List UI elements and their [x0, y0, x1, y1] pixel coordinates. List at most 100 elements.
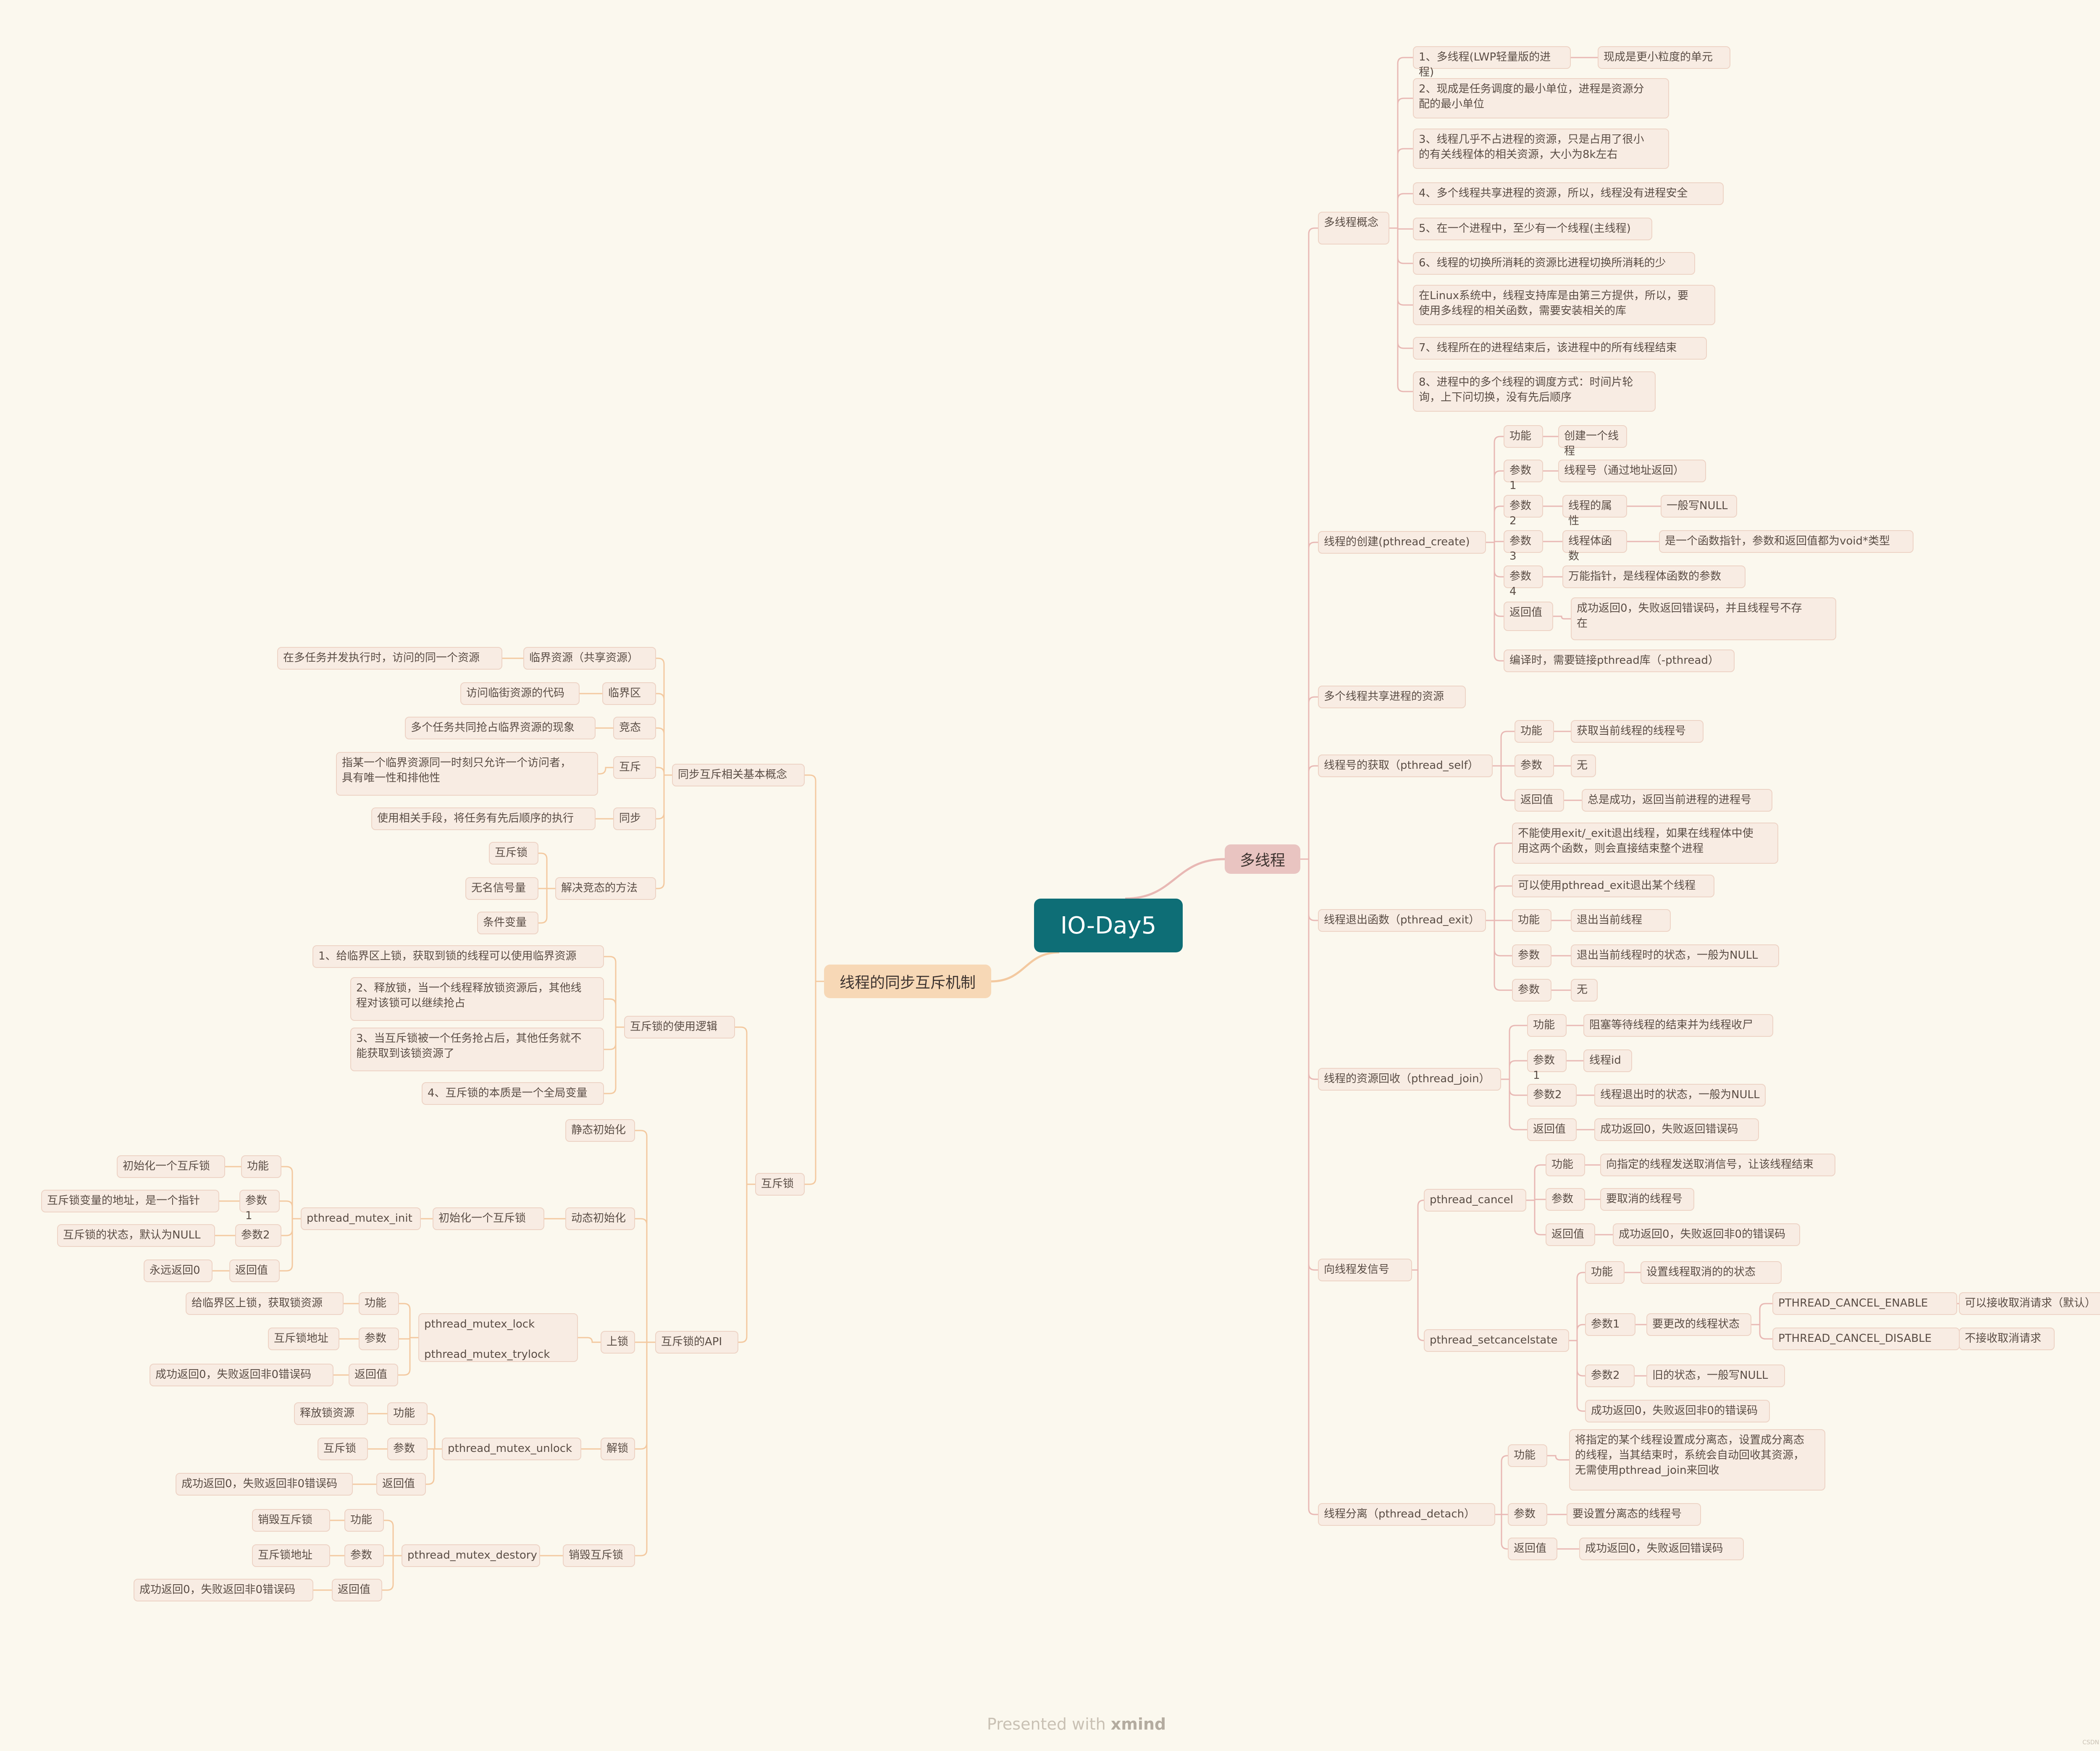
topic-node[interactable]: 线程分离（pthread_detach）: [1318, 1503, 1495, 1526]
topic-node[interactable]: 参数2: [1504, 495, 1543, 527]
topic-node[interactable]: 上锁: [601, 1331, 635, 1354]
topic-node[interactable]: 访问临街资源的代码: [460, 682, 580, 705]
topic-node[interactable]: 解决竞态的方法: [555, 877, 656, 900]
topic-node[interactable]: 返回值: [1508, 1538, 1557, 1560]
topic-node[interactable]: 成功返回0，失败返回非0错误码: [150, 1364, 333, 1386]
topic-node[interactable]: 4、多个线程共享进程的资源，所以，线程没有进程安全: [1413, 182, 1724, 205]
topic-node[interactable]: PTHREAD_CANCEL_ENABLE: [1772, 1292, 1957, 1315]
topic-node[interactable]: 总是成功，返回当前进程的进程号: [1582, 789, 1772, 812]
topic-node[interactable]: 返回值: [1546, 1223, 1595, 1246]
topic-node[interactable]: 在Linux系统中，线程支持库是由第三方提供，所以，要 使用多线程的相关函数，需…: [1413, 285, 1715, 325]
topic-node[interactable]: 返回值: [349, 1364, 398, 1386]
topic-node[interactable]: 参数2: [235, 1224, 281, 1247]
topic-node[interactable]: 线程退出时的状态，一般为NULL: [1594, 1084, 1766, 1107]
topic-node[interactable]: 参数3: [1504, 530, 1543, 563]
topic-node[interactable]: 可以使用pthread_exit退出某个线程: [1512, 875, 1714, 897]
topic-node[interactable]: 初始化一个互斥锁: [433, 1207, 544, 1230]
topic-node[interactable]: 参数: [387, 1438, 428, 1460]
topic-node[interactable]: 使用相关手段，将任务有先后顺序的执行: [371, 807, 596, 830]
topic-node[interactable]: 多个任务共同抢占临界资源的现象: [405, 717, 596, 739]
topic-node[interactable]: 竞态: [613, 717, 656, 739]
topic-node[interactable]: 功能: [344, 1509, 384, 1532]
topic-node[interactable]: 不接收取消请求: [1959, 1328, 2055, 1350]
topic-node[interactable]: 参数: [344, 1544, 384, 1567]
topic-node[interactable]: 参数1: [239, 1190, 280, 1222]
topic-node[interactable]: 返回值: [1504, 602, 1553, 631]
topic-node[interactable]: 参数: [1508, 1503, 1547, 1526]
topic-node[interactable]: PTHREAD_CANCEL_DISABLE: [1772, 1328, 1960, 1350]
topic-node[interactable]: pthread_mutex_init: [301, 1207, 421, 1230]
topic-node[interactable]: 功能: [1508, 1444, 1547, 1467]
topic-node[interactable]: 线程id: [1583, 1049, 1632, 1072]
topic-node[interactable]: 返回值: [1527, 1118, 1577, 1141]
topic-node[interactable]: 参数1: [1527, 1049, 1567, 1082]
topic-node[interactable]: 参数2: [1527, 1084, 1577, 1107]
topic-node[interactable]: 互斥锁: [755, 1173, 805, 1196]
topic-node[interactable]: 线程的创建(pthread_create): [1318, 531, 1486, 554]
topic-node[interactable]: 一般写NULL: [1661, 495, 1737, 518]
topic-node[interactable]: pthread_mutex_destory: [402, 1544, 540, 1567]
topic-node[interactable]: 成功返回0，失败返回非0错误码: [134, 1579, 313, 1601]
topic-node[interactable]: 指某一个临界资源同一时刻只允许一个访问者， 具有唯一性和排他性: [336, 752, 598, 796]
main-branch-topic[interactable]: 多线程: [1225, 844, 1300, 874]
topic-node[interactable]: 销毁互斥锁: [252, 1509, 330, 1532]
topic-node[interactable]: 永远返回0: [144, 1259, 213, 1282]
topic-node[interactable]: 多个线程共享进程的资源: [1318, 686, 1466, 708]
topic-node[interactable]: 1、多线程(LWP轻量版的进程): [1413, 46, 1571, 79]
topic-node[interactable]: 条件变量: [477, 912, 538, 934]
topic-node[interactable]: 互斥锁: [318, 1438, 368, 1460]
topic-node[interactable]: 功能: [1527, 1014, 1567, 1037]
topic-node[interactable]: pthread_cancel: [1424, 1189, 1526, 1212]
topic-node[interactable]: 无: [1571, 755, 1596, 777]
topic-node[interactable]: 参数2: [1585, 1365, 1635, 1387]
topic-node[interactable]: 多线程概念: [1318, 212, 1389, 245]
topic-node[interactable]: 成功返回0，失败返回错误码，并且线程号不存 在: [1571, 597, 1836, 640]
topic-node[interactable]: 互斥锁的API: [655, 1331, 738, 1354]
topic-node[interactable]: 4、互斥锁的本质是一个全局变量: [422, 1082, 604, 1105]
topic-node[interactable]: 临界资源（共享资源）: [523, 647, 656, 670]
topic-node[interactable]: 功能: [359, 1292, 399, 1315]
topic-node[interactable]: 互斥锁变量的地址，是一个指针: [41, 1190, 219, 1212]
topic-node[interactable]: 退出当前线程: [1571, 909, 1671, 932]
topic-node[interactable]: 2、现成是任务调度的最小单位，进程是资源分 配的最小单位: [1413, 78, 1669, 118]
topic-node[interactable]: 临界区: [602, 682, 656, 705]
topic-node[interactable]: 3、当互斥锁被一个任务抢占后，其他任务就不 能获取到该锁资源了: [350, 1028, 604, 1071]
topic-node[interactable]: 线程的资源回收（pthread_join）: [1318, 1068, 1501, 1091]
topic-node[interactable]: 8、进程中的多个线程的调度方式：时间片轮 询，上下问切换，没有先后顺序: [1413, 371, 1656, 412]
topic-node[interactable]: 功能: [1546, 1154, 1585, 1176]
topic-node[interactable]: 参数: [359, 1328, 399, 1350]
topic-node[interactable]: 功能: [1512, 909, 1551, 932]
topic-node[interactable]: 功能: [1515, 720, 1554, 743]
topic-node[interactable]: 无名信号量: [465, 877, 538, 900]
topic-node[interactable]: 获取当前线程的线程号: [1571, 720, 1704, 743]
topic-node[interactable]: 同步: [613, 807, 656, 830]
topic-node[interactable]: 功能: [1504, 425, 1543, 448]
topic-node[interactable]: 参数4: [1504, 565, 1543, 598]
topic-node[interactable]: 5、在一个进程中，至少有一个线程(主线程): [1413, 218, 1652, 240]
topic-node[interactable]: 将指定的某个线程设置成分离态，设置成分离态 的线程，当其结束时，系统会自动回收其…: [1569, 1429, 1825, 1491]
topic-node[interactable]: 现成是更小粒度的单元: [1598, 46, 1730, 69]
topic-node[interactable]: 在多任务并发执行时，访问的同一个资源: [277, 647, 502, 670]
topic-node[interactable]: 返回值: [376, 1473, 426, 1496]
topic-node[interactable]: pthread_setcancelstate: [1424, 1329, 1569, 1352]
topic-node[interactable]: 解锁: [601, 1438, 635, 1460]
topic-node[interactable]: 要更改的线程状态: [1646, 1313, 1751, 1336]
topic-node[interactable]: 初始化一个互斥锁: [117, 1155, 225, 1178]
topic-node[interactable]: 旧的状态，一般写NULL: [1646, 1365, 1785, 1387]
topic-node[interactable]: 向指定的线程发送取消信号，让该线程结束: [1600, 1154, 1835, 1176]
topic-node[interactable]: 6、线程的切换所消耗的资源比进程切换所消耗的少: [1413, 252, 1695, 275]
topic-node[interactable]: 参数: [1546, 1188, 1585, 1211]
topic-node[interactable]: 返回值: [1515, 789, 1564, 812]
topic-node[interactable]: 动态初始化: [565, 1207, 635, 1230]
topic-node[interactable]: pthread_mutex_unlock: [442, 1438, 581, 1460]
topic-node[interactable]: 互斥锁的使用逻辑: [624, 1016, 735, 1039]
topic-node[interactable]: 给临界区上锁，获取锁资源: [186, 1292, 344, 1315]
topic-node[interactable]: 互斥锁的状态，默认为NULL: [57, 1224, 215, 1247]
topic-node[interactable]: 要设置分离态的线程号: [1567, 1503, 1701, 1526]
topic-node[interactable]: 成功返回0，失败返回错误码: [1594, 1118, 1759, 1141]
topic-node[interactable]: 参数: [1512, 979, 1551, 1002]
topic-node[interactable]: 释放锁资源: [294, 1402, 368, 1425]
topic-node[interactable]: 互斥锁地址: [268, 1328, 339, 1350]
topic-node[interactable]: 不能使用exit/_exit退出线程，如果在线程体中使 用这两个函数，则会直接结…: [1512, 823, 1778, 864]
topic-node[interactable]: 参数: [1515, 755, 1554, 777]
